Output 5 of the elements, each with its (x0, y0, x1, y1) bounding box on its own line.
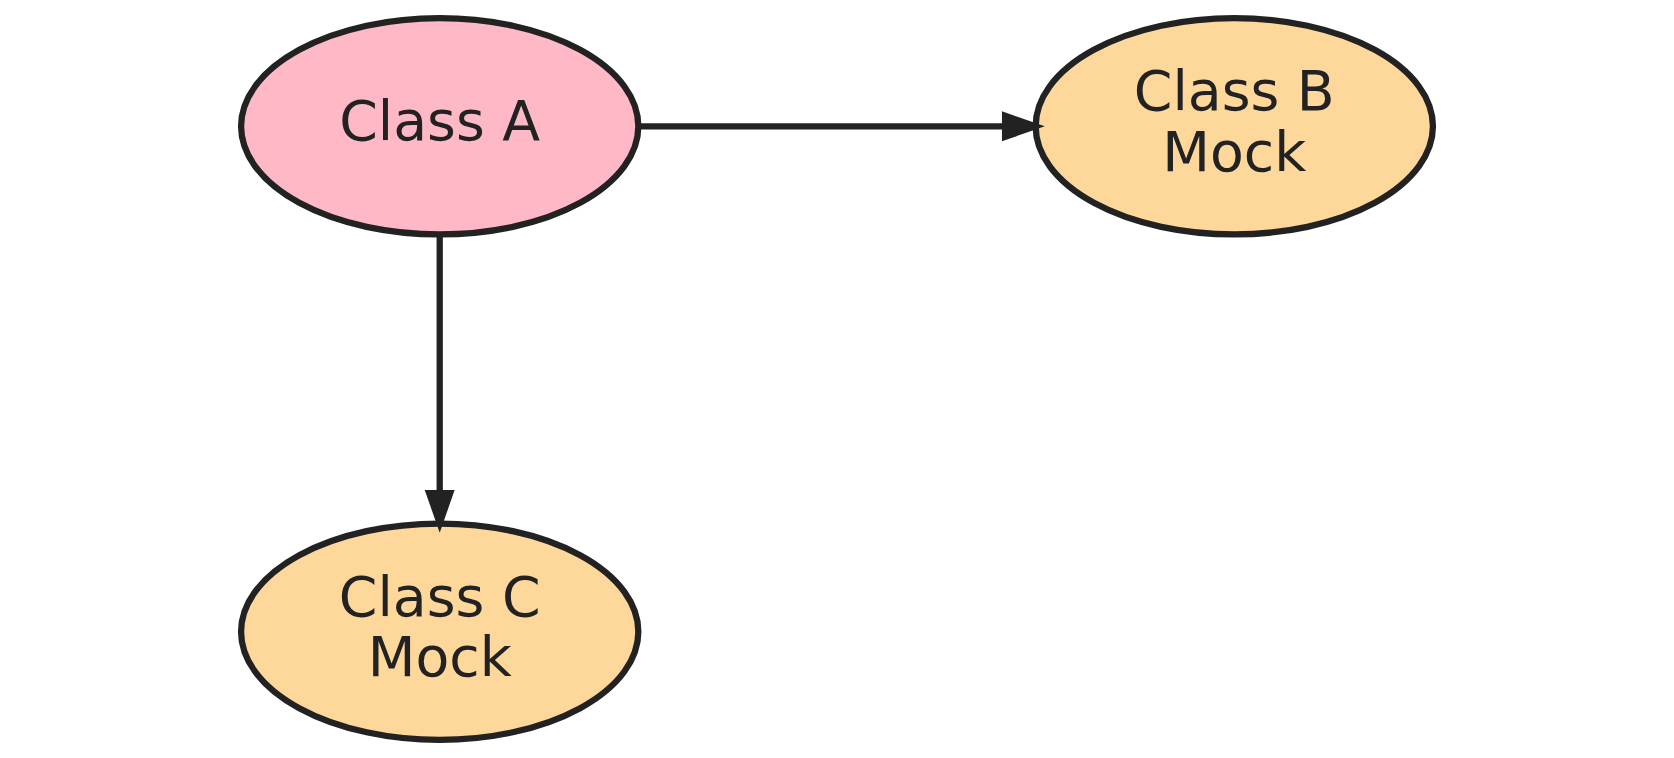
node-ellipse: Class A (237, 15, 642, 238)
arrow (638, 111, 1045, 142)
arrow (424, 234, 455, 533)
node-ellipse: Class B Mock (1032, 15, 1437, 238)
node-ellipse: Class C Mock (237, 520, 642, 743)
